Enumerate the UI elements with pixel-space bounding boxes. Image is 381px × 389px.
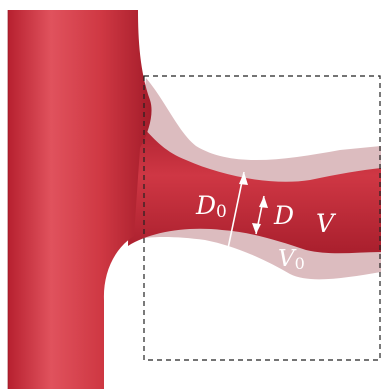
- narrowed-vessel-label: V: [316, 209, 337, 238]
- main-trunk-vessel: [8, 10, 152, 389]
- narrowed-diameter-label: D: [273, 201, 294, 230]
